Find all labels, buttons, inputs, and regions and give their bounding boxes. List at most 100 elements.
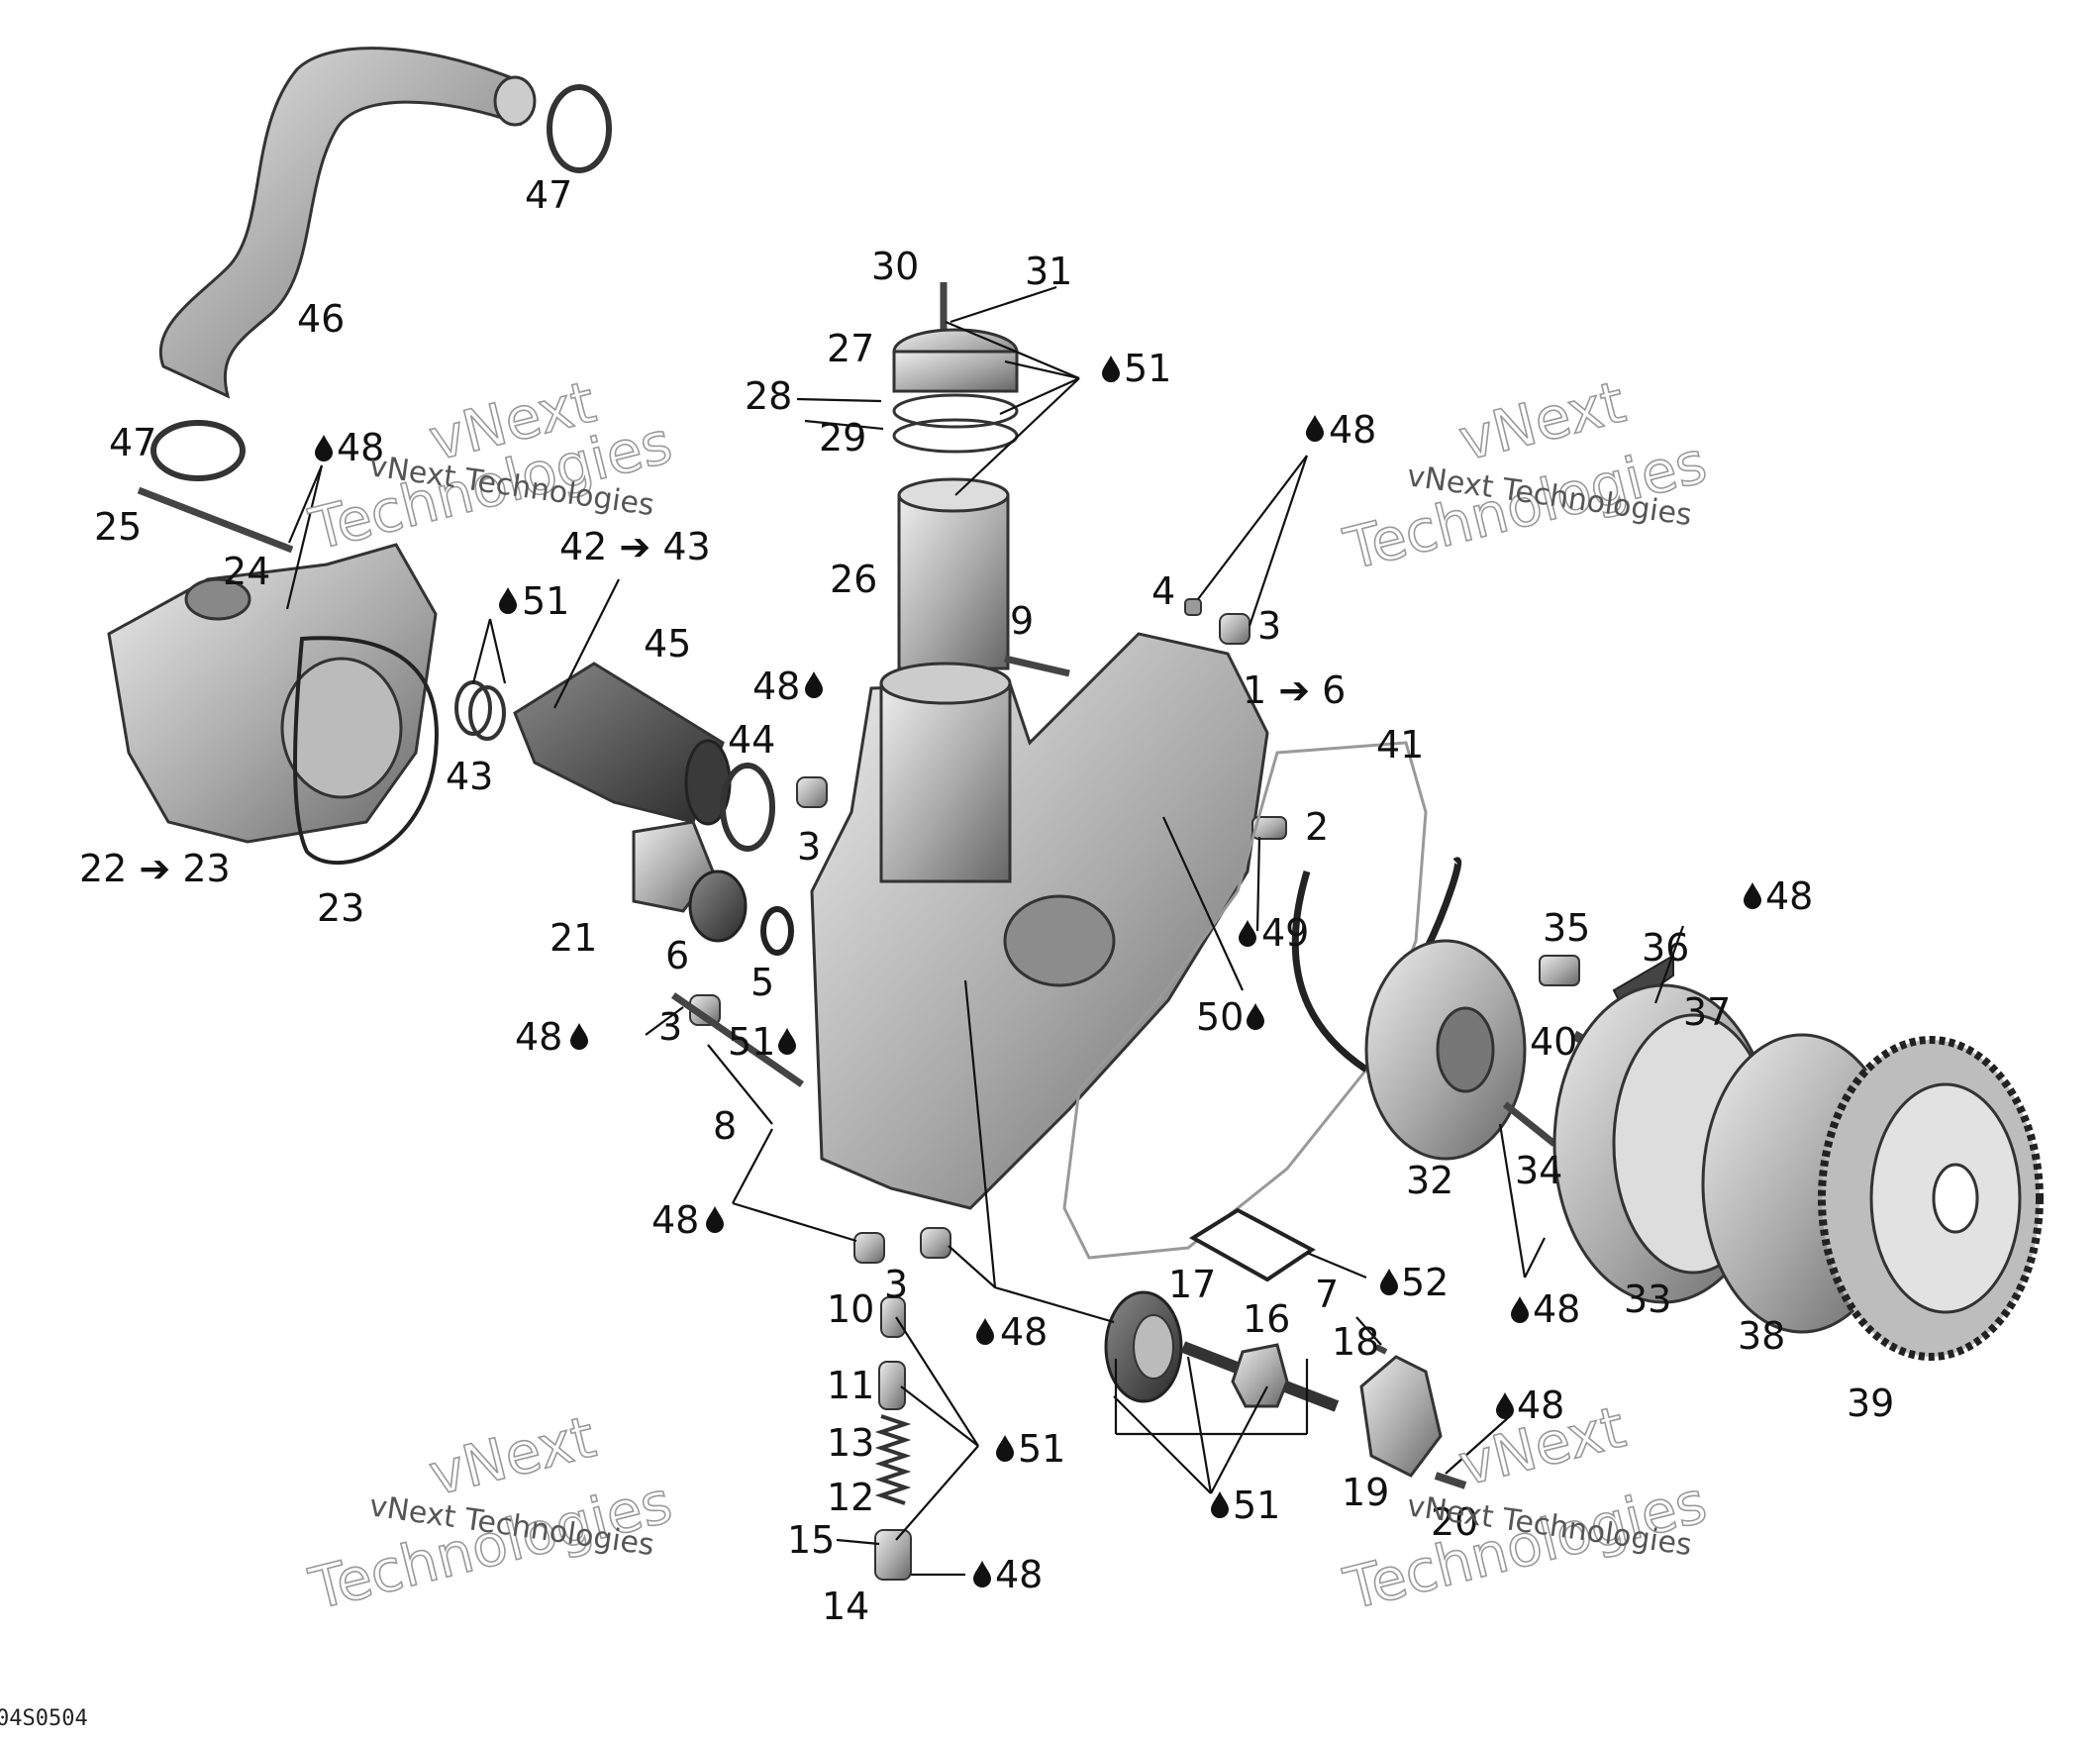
gasket-23 xyxy=(293,636,439,866)
label-48g: 48 xyxy=(1765,874,1813,918)
label-47b: 47 xyxy=(109,421,156,464)
hose-46-end xyxy=(493,75,537,127)
leader-lines xyxy=(285,285,1685,1577)
label-48b: 48 xyxy=(752,665,800,708)
callout-labels: 47 46 47 48 25 24 22 ➔ 23 23 42 ➔ 43 51 … xyxy=(79,173,1894,1628)
label-30: 30 xyxy=(871,245,919,288)
label-28: 28 xyxy=(745,374,792,418)
pump-housing-22-port xyxy=(184,577,251,621)
valve-seat-10 xyxy=(880,1296,906,1338)
stator-32-hub xyxy=(1436,1006,1495,1093)
label-26: 26 xyxy=(830,558,877,601)
diagram-code: 04S0504 xyxy=(0,1706,88,1731)
label-49: 49 xyxy=(1261,911,1309,955)
gasket-7 xyxy=(1189,1207,1316,1282)
label-48a: 48 xyxy=(337,426,384,469)
oil-filter-26-top xyxy=(897,477,1010,513)
label-52: 52 xyxy=(1401,1261,1449,1304)
clamp-47-top xyxy=(547,84,612,173)
label-50: 50 xyxy=(1196,995,1244,1039)
hose-46 xyxy=(159,47,522,399)
label-48e: 48 xyxy=(1000,1310,1048,1354)
label-14: 14 xyxy=(822,1585,869,1628)
label-45: 45 xyxy=(644,622,691,666)
pump-housing-22-face xyxy=(280,657,403,799)
label-22-23: 22 ➔ 23 xyxy=(79,847,231,890)
watermark-bottom-left: vNext Technologies vNext Technologies xyxy=(302,1402,679,1624)
cover-1-neck-top xyxy=(879,662,1012,705)
label-2: 2 xyxy=(1305,805,1329,849)
screw-34 xyxy=(1502,1101,1557,1147)
label-42-43: 42 ➔ 43 xyxy=(559,525,711,568)
label-21: 21 xyxy=(550,916,597,960)
label-15: 15 xyxy=(787,1518,835,1562)
label-48c: 48 xyxy=(515,1015,562,1059)
label-18: 18 xyxy=(1332,1320,1379,1364)
piston-11 xyxy=(878,1361,906,1410)
ring-5 xyxy=(760,906,794,956)
clamp-44 xyxy=(720,763,775,852)
label-44: 44 xyxy=(728,718,775,762)
label-7: 7 xyxy=(1315,1273,1339,1316)
label-38: 38 xyxy=(1738,1314,1785,1358)
label-51a: 51 xyxy=(522,579,569,623)
label-16: 16 xyxy=(1243,1297,1290,1341)
label-1-6: 1 ➔ 6 xyxy=(1243,668,1346,712)
label-31: 31 xyxy=(1025,250,1072,293)
label-48f: 48 xyxy=(1329,408,1376,452)
label-39: 39 xyxy=(1847,1382,1894,1425)
label-34: 34 xyxy=(1515,1149,1562,1192)
oring-28 xyxy=(892,393,1019,429)
label-13: 13 xyxy=(827,1421,874,1465)
spring-12 xyxy=(874,1414,912,1505)
label-20: 20 xyxy=(1431,1500,1478,1544)
label-41: 41 xyxy=(1376,723,1424,767)
plug-3e xyxy=(1219,613,1250,645)
cover-27-body xyxy=(892,350,1019,393)
label-11: 11 xyxy=(827,1364,874,1407)
label-3b: 3 xyxy=(658,1005,682,1049)
label-8: 8 xyxy=(713,1104,737,1148)
cover-1-bore xyxy=(1003,894,1116,987)
label-6: 6 xyxy=(665,934,689,977)
label-36: 36 xyxy=(1642,926,1689,970)
oil-pump-17-inner xyxy=(1133,1314,1174,1380)
label-48j: 48 xyxy=(995,1553,1043,1596)
label-23: 23 xyxy=(317,886,364,930)
label-9: 9 xyxy=(1010,599,1034,643)
screw-20 xyxy=(1434,1472,1467,1489)
label-3d: 3 xyxy=(1257,604,1281,648)
label-33: 33 xyxy=(1624,1278,1671,1321)
label-43: 43 xyxy=(446,755,493,798)
label-25: 25 xyxy=(94,505,142,549)
label-48d: 48 xyxy=(651,1198,699,1242)
label-3a: 3 xyxy=(797,825,821,869)
plug-3c xyxy=(853,1232,885,1264)
label-47a: 47 xyxy=(525,173,572,217)
label-27: 27 xyxy=(827,327,874,370)
gasket-41 xyxy=(1062,741,1428,1260)
label-3c: 3 xyxy=(884,1263,908,1306)
label-5: 5 xyxy=(750,961,774,1004)
label-35: 35 xyxy=(1543,906,1590,950)
dowel-2 xyxy=(1251,816,1287,840)
label-40: 40 xyxy=(1530,1020,1577,1064)
label-24: 24 xyxy=(223,550,270,593)
seal-6 xyxy=(688,870,748,943)
bolt-9 xyxy=(1004,655,1070,677)
cover-1-neck xyxy=(879,681,1012,883)
plug-3d xyxy=(920,1227,951,1259)
label-51e: 51 xyxy=(1018,1427,1065,1471)
pump-cover-19 xyxy=(1359,1355,1443,1478)
screw-18 xyxy=(1374,1344,1388,1355)
plug-3a xyxy=(796,776,828,808)
label-32: 32 xyxy=(1406,1159,1453,1202)
oring-29 xyxy=(892,418,1019,454)
label-51c: 51 xyxy=(1124,347,1171,390)
clamp-47-left xyxy=(150,420,246,481)
label-10: 10 xyxy=(827,1287,874,1331)
sensor-35 xyxy=(1539,955,1580,986)
plug-14 xyxy=(874,1529,912,1581)
